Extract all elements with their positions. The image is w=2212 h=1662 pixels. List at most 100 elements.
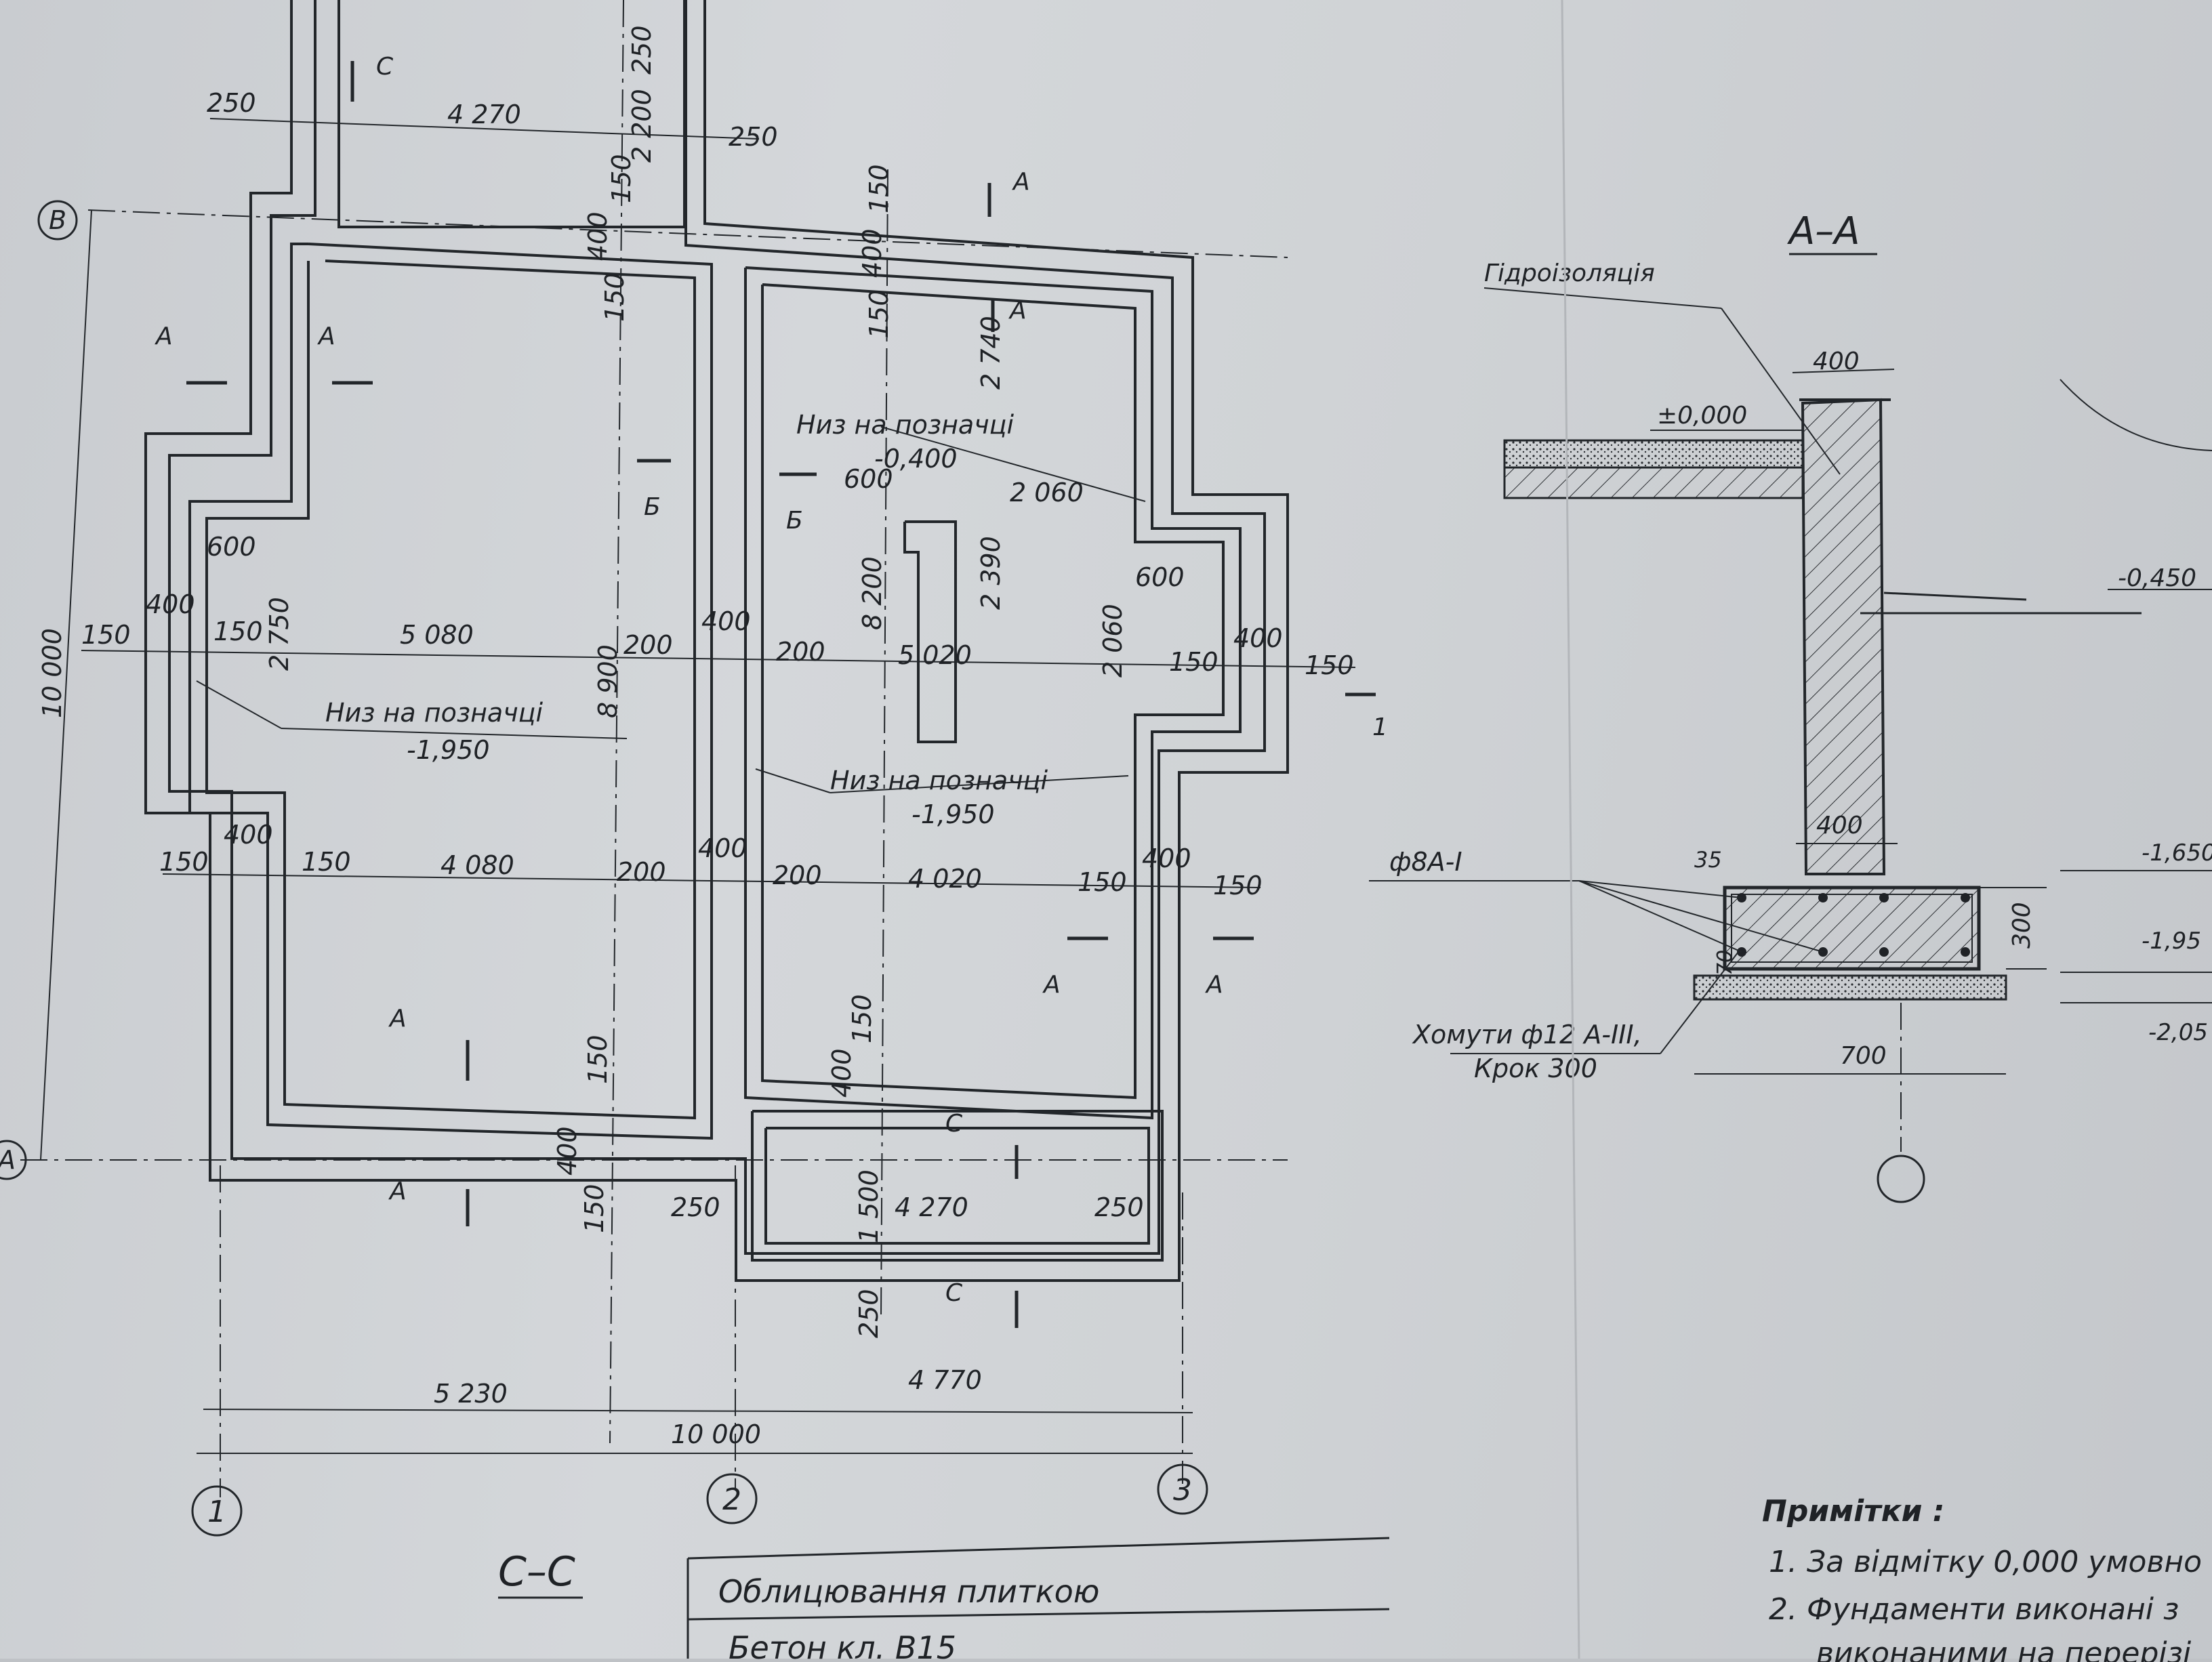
table-row-2: Бетон кл. В15 — [729, 1629, 956, 1662]
axis-3: 3 — [1173, 1473, 1192, 1508]
dim-row1-8900: 8 900 — [593, 644, 623, 718]
outer-outline-inner — [168, 0, 1266, 1255]
plan-notes: Низ на позначці -1,950 Низ на позначці -… — [196, 410, 1129, 829]
foundation-wall — [1801, 398, 1886, 875]
dim-bot-5230: 5 230 — [434, 1379, 508, 1409]
dim-row1-400c: 400 — [1233, 623, 1283, 653]
dim-low-250b: 250 — [1094, 1192, 1144, 1222]
dim-r-2740: 2 740 — [976, 316, 1006, 390]
hydro-label: Гідроізоляція — [1484, 259, 1655, 287]
note-niz-3-value: -1,950 — [912, 799, 995, 829]
plan-dimensions: 250 4 270 250 250 2 200 150 400 150 150 … — [37, 25, 1354, 1449]
dim-row1-5020: 5 020 — [898, 640, 972, 670]
dim-l-600: 600 — [207, 532, 256, 562]
section-title: А–А — [1787, 209, 1860, 253]
section-axis-bubble — [1877, 1155, 1925, 1203]
dim-top-250-left: 250 — [207, 88, 256, 118]
level-zero: ±0,000 — [1657, 402, 1747, 430]
note-niz-2: Низ на позначці — [796, 410, 1015, 440]
dim-r-400: 400 — [857, 228, 887, 278]
dim-l-10000: 10 000 — [37, 628, 67, 718]
notes-item-2: 2. Фундаменти виконані з — [1769, 1592, 2179, 1627]
bottom-room-inner — [764, 1127, 1150, 1245]
dim-w400-top: 400 — [1813, 348, 1860, 375]
cut-a-right-top: А — [1012, 168, 1030, 196]
dim-row2-200: 200 — [617, 857, 666, 887]
right-room-outer — [744, 266, 1242, 1120]
cut-c-low-2: С — [945, 1279, 963, 1307]
dim-vert-150-b: 150 — [600, 272, 630, 322]
dim-35: 35 — [1694, 847, 1722, 873]
rebars — [1737, 893, 1970, 957]
dim-row1-150: 150 — [81, 620, 131, 650]
cut-a-left-1: А — [155, 323, 173, 350]
dim-row1-400b: 400 — [701, 606, 751, 636]
level-m1650: -1,650 — [2142, 839, 2212, 867]
dim-r-150-b: 150 — [864, 289, 894, 339]
dim-row2-4080: 4 080 — [441, 850, 514, 880]
cut-labels: С А А А А Б Б 1 А А А А С С — [155, 53, 1388, 1307]
note-niz-1: Низ на позначці — [325, 698, 544, 728]
axis-a: А — [0, 1145, 16, 1175]
level-m2050: -2,05 — [2148, 1019, 2208, 1046]
dim-row1-5080: 5 080 — [400, 620, 474, 650]
notes-block: Примітки : 1. За відмітку 0,000 умовно 2… — [1762, 1494, 2202, 1662]
level-m1950: -1,95 — [2142, 928, 2201, 955]
axis-1: 1 — [207, 1495, 226, 1529]
dim-w400-mid: 400 — [1816, 812, 1863, 839]
dim-row2-200b: 200 — [773, 860, 822, 890]
section-a-a: А–А Гідроізоляція 400 ±0,000 -0,450 400 … — [1369, 209, 2212, 1203]
dim-low-150: 150 — [583, 1035, 613, 1084]
dim-row1-400: 400 — [146, 589, 195, 619]
level-m0450: -0,450 — [2118, 564, 2196, 592]
axis-bubbles: В А 1 2 3 — [0, 200, 1208, 1537]
cut-c-top: С — [376, 53, 394, 81]
dim-vert-400-a: 400 — [583, 211, 613, 261]
dim-vert-150-a: 150 — [607, 154, 636, 203]
dim-row1-150d: 150 — [1305, 650, 1354, 680]
notes-item-3: виконаними на перерізі — [1816, 1636, 2192, 1662]
dim-row2-400b: 400 — [698, 833, 747, 863]
dim-row1-200: 200 — [623, 630, 673, 660]
notes-title: Примітки : — [1762, 1494, 1944, 1529]
dim-row2-400: 400 — [224, 820, 273, 850]
dim-row2-150d: 150 — [1213, 871, 1263, 900]
note-niz-2-value: -0,400 — [874, 444, 958, 474]
section-cc-title: С–С — [498, 1548, 575, 1596]
dim-r-600-side: 600 — [1135, 562, 1185, 592]
axis-b: В — [49, 205, 66, 235]
footing — [1723, 886, 1981, 971]
dim-low-1500: 1 500 — [854, 1169, 884, 1243]
dim-top-250-right: 250 — [729, 122, 778, 152]
dim-r-2390: 2 390 — [976, 536, 1006, 610]
cut-c-low-1: С — [945, 1110, 963, 1138]
dim-top-4270: 4 270 — [447, 100, 521, 129]
cut-b-2: Б — [786, 507, 803, 535]
dim-row2-150b: 150 — [302, 847, 351, 877]
title-table — [687, 1537, 1390, 1659]
dim-vert-250: 250 — [627, 25, 657, 75]
left-room-outer — [188, 243, 713, 1140]
dimension-lines — [40, 118, 1356, 1454]
axis-lines — [20, 0, 1288, 1497]
cut-a-low-2: А — [388, 1178, 407, 1205]
dim-low-150b: 150 — [579, 1184, 609, 1233]
cut-a-bottom-1: А — [1042, 971, 1061, 999]
dim-low-400: 400 — [552, 1126, 582, 1176]
dim-bot-4770: 4 770 — [908, 1365, 982, 1395]
dim-r-150-a: 150 — [864, 164, 894, 213]
notes-item-1: 1. За відмітку 0,000 умовно — [1769, 1545, 2202, 1579]
dim-low-250c: 250 — [854, 1289, 884, 1338]
cut-a-bottom-2: А — [1205, 971, 1223, 999]
dim-r-600: 600 — [844, 464, 893, 494]
dim-row1-150c: 150 — [1169, 647, 1218, 677]
note-niz-3: Низ на позначці — [830, 766, 1048, 795]
cut-b-1: Б — [644, 493, 661, 521]
axis-2: 2 — [722, 1482, 741, 1517]
pit — [903, 520, 957, 743]
dim-row2-150c: 150 — [1078, 867, 1127, 897]
dim-low-4270: 4 270 — [895, 1192, 968, 1222]
cut-1: 1 — [1372, 713, 1388, 741]
